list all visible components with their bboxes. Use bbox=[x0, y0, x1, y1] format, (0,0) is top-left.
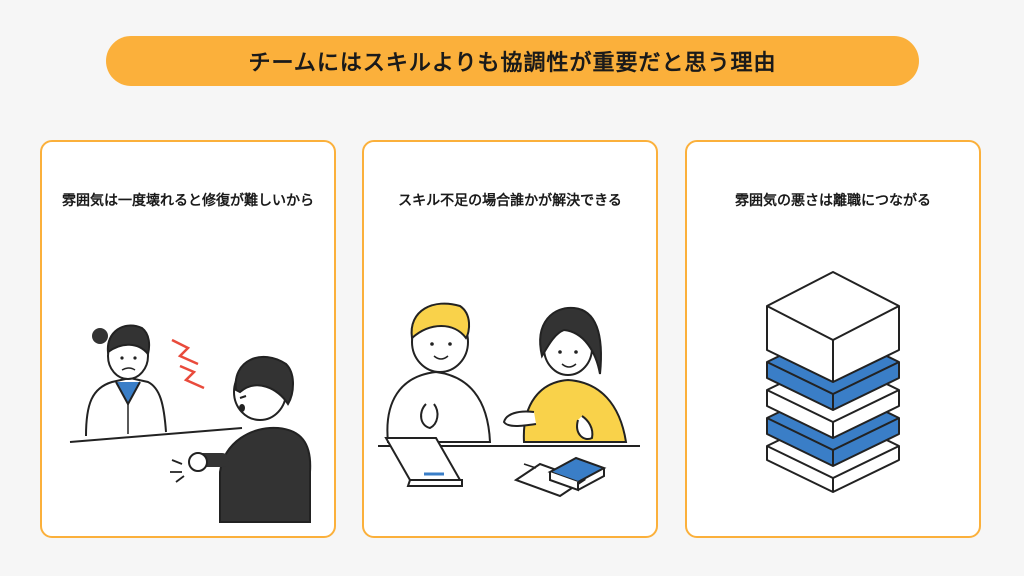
card-heading: 雰囲気は一度壊れると修復が難しいから bbox=[62, 193, 314, 209]
reason-card-2: スキル不足の場合誰かが解決できる bbox=[362, 140, 658, 538]
card-heading: スキル不足の場合誰かが解決できる bbox=[398, 193, 622, 209]
teamwork-illustration bbox=[378, 302, 640, 498]
argument-illustration bbox=[69, 324, 312, 523]
reason-card-1: 雰囲気は一度壊れると修復が難しいから bbox=[40, 140, 336, 538]
stacked-layers-icon bbox=[766, 271, 900, 493]
title-banner: チームにはスキルよりも協調性が重要だと思う理由 bbox=[106, 36, 919, 86]
card-heading: 雰囲気の悪さは離職につながる bbox=[735, 193, 931, 209]
page-title: チームにはスキルよりも協調性が重要だと思う理由 bbox=[248, 51, 777, 76]
reason-card-3: 雰囲気の悪さは離職につながる bbox=[685, 140, 981, 538]
